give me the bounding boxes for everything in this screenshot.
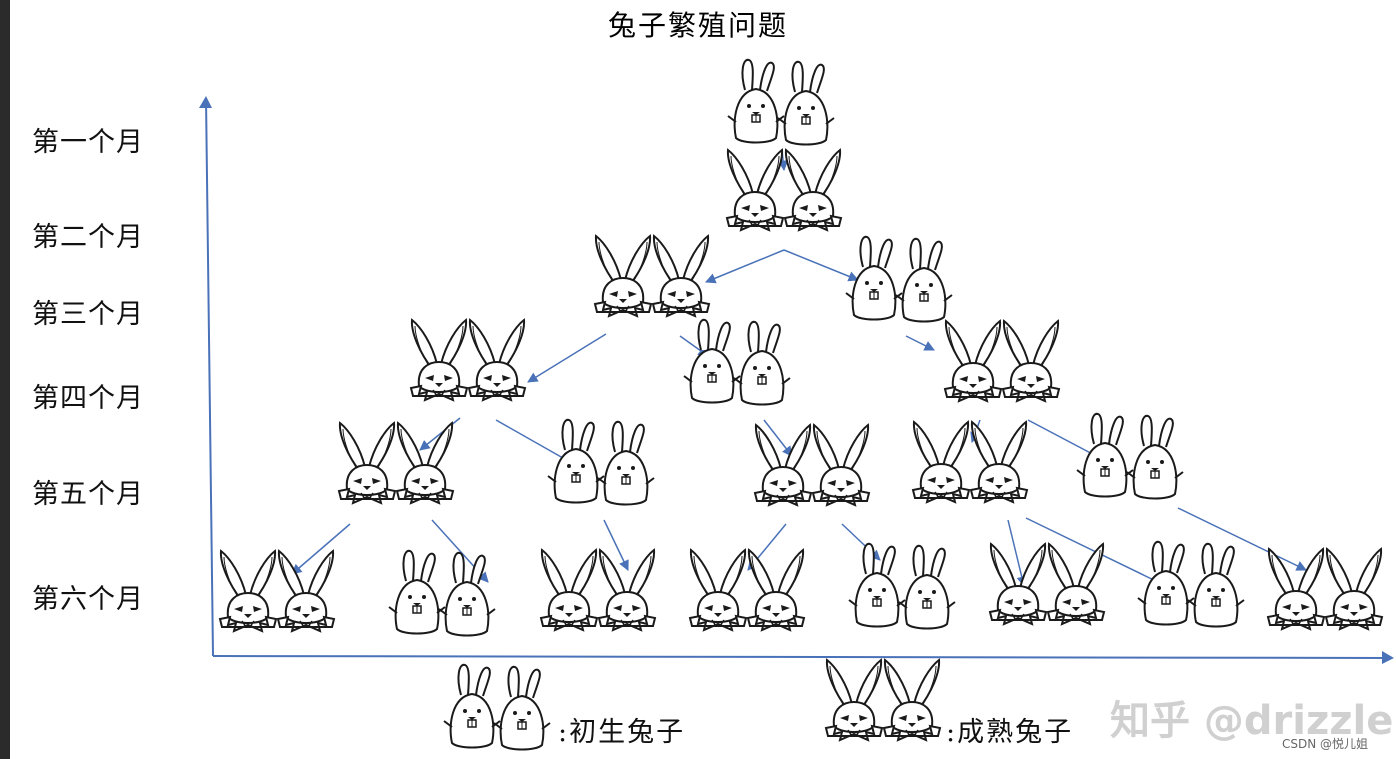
adult-rabbit-pair-m6-3	[541, 550, 655, 630]
x-axis	[212, 655, 1393, 659]
legend-baby-icon	[444, 665, 550, 750]
adult-rabbit-pair-m2-1	[727, 150, 841, 230]
x-axis-arrowhead	[1382, 651, 1394, 664]
arrow-11	[1027, 419, 1101, 459]
baby-rabbit-pair-m4-2	[684, 320, 790, 405]
arrow-14	[603, 519, 629, 571]
arrow-19	[1177, 507, 1307, 571]
arrow-3	[783, 249, 859, 282]
arrows-group	[291, 149, 1307, 588]
arrow-8	[495, 419, 571, 463]
watermark: 知乎 @drizzle	[1110, 698, 1394, 744]
arrow-6	[905, 335, 935, 351]
arrow-17	[1007, 519, 1027, 588]
baby-rabbit-pair-m6-5	[849, 544, 955, 629]
y-axis	[205, 97, 214, 657]
arrow-9	[763, 419, 793, 457]
legend-adult-label: :成熟兔子	[946, 717, 1074, 748]
nodes-group	[220, 60, 1382, 636]
baby-rabbit-pair-m1-1	[728, 60, 834, 145]
baby-rabbit-pair-m5-2	[548, 420, 654, 505]
month-label-2: 第二个月	[32, 222, 144, 253]
diagram-title: 兔子繁殖问题	[607, 9, 788, 42]
adult-rabbit-pair-m4-1	[411, 320, 525, 400]
baby-rabbit-pair-m6-2	[389, 551, 495, 636]
arrow-12	[291, 523, 351, 575]
arrow-7	[419, 417, 461, 451]
month-label-1: 第一个月	[32, 127, 144, 158]
arrow-2	[705, 249, 785, 284]
legend-adult-icon	[826, 660, 940, 740]
month-label-3: 第三个月	[32, 299, 144, 330]
adult-rabbit-pair-m6-6	[990, 544, 1104, 624]
baby-rabbit-pair-m3-2	[846, 237, 952, 322]
credit-text: CSDN @悦儿姐	[1282, 737, 1369, 751]
y-axis-arrowhead	[199, 96, 212, 108]
month-label-5: 第五个月	[32, 479, 144, 510]
adult-rabbit-pair-m3-1	[595, 236, 709, 316]
window-edge	[0, 0, 10, 759]
month-label-4: 第四个月	[32, 383, 144, 414]
adult-rabbit-pair-m5-4	[913, 422, 1027, 502]
arrow-18	[1025, 517, 1163, 585]
adult-rabbit-pair-m5-1	[339, 423, 453, 503]
adult-rabbit-pair-m4-3	[945, 321, 1059, 401]
adult-rabbit-pair-m5-3	[755, 425, 869, 505]
arrow-4	[527, 333, 607, 383]
baby-rabbit-pair-m6-7	[1138, 542, 1244, 627]
adult-rabbit-pair-m6-4	[690, 550, 804, 630]
legend-baby-label: :初生兔子	[558, 717, 686, 748]
adult-rabbit-pair-m6-1	[220, 551, 334, 631]
baby-rabbit-pair-m5-5	[1077, 414, 1183, 499]
month-label-6: 第六个月	[32, 584, 144, 615]
adult-rabbit-pair-m6-8	[1268, 549, 1382, 629]
